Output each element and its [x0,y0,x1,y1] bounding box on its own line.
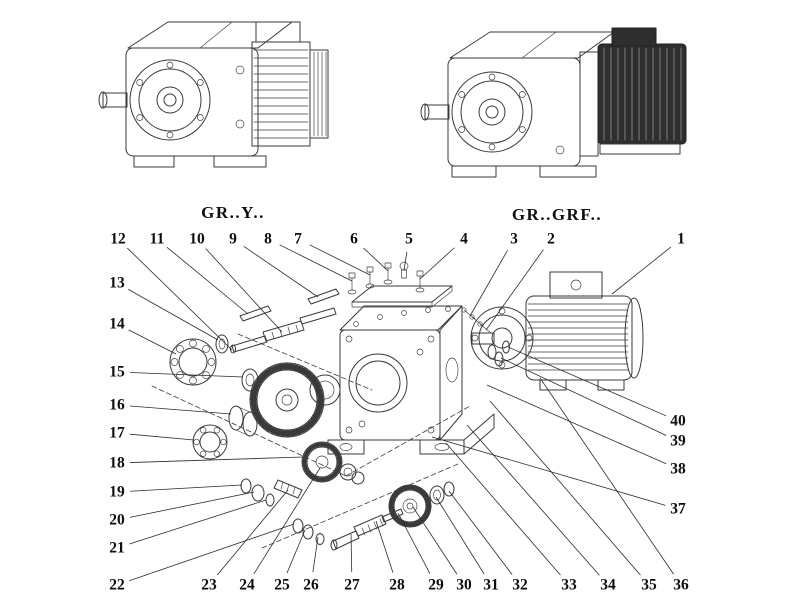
leader-line-29 [397,512,431,574]
model-label-right: GR..GRF.. [511,205,603,224]
callout-17: 17 [109,424,125,442]
leader-line-32 [448,490,513,575]
leader-line-14 [128,329,177,355]
exploded-sleeve-bearing [192,405,258,460]
callout-8: 8 [264,230,272,248]
callout-29: 29 [428,576,444,594]
callout-15: 15 [109,363,125,381]
leader-line-31 [435,496,485,575]
leader-line-4 [419,247,455,280]
leader-line-24 [253,467,321,575]
callout-14: 14 [109,315,125,333]
exploded-gear-cluster [240,441,365,545]
leader-line-10 [205,248,283,333]
callout-31: 31 [483,576,499,594]
callout-34: 34 [600,576,616,594]
leader-line-8 [279,244,353,282]
leader-line-40 [507,346,667,417]
leader-line-21 [129,499,267,545]
leader-line-22 [129,523,295,582]
callout-39: 39 [670,432,686,450]
leader-line-27 [350,533,353,573]
leader-line-6 [363,247,389,272]
leader-line-34 [466,424,600,576]
callout-27: 27 [344,576,360,594]
callout-26: 26 [303,576,319,594]
callout-1: 1 [677,230,685,248]
leader-line-5 [403,251,408,271]
callout-32: 32 [512,576,528,594]
cover-bolts [347,261,425,295]
leader-line-33 [445,442,561,576]
callout-6: 6 [350,230,358,248]
leader-line-2 [485,249,544,331]
leader-line-30 [412,506,458,575]
callout-5: 5 [405,230,413,248]
exploded-input-shaft [230,288,340,354]
leader-line-35 [489,400,641,576]
assembled-unit-gr-grf [420,27,687,178]
callout-30: 30 [456,576,472,594]
callout-3: 3 [510,230,518,248]
callout-24: 24 [239,576,255,594]
callout-4: 4 [460,230,468,248]
callout-37: 37 [670,500,686,518]
callout-21: 21 [109,539,125,557]
callout-35: 35 [641,576,657,594]
leader-line-25 [286,529,306,574]
callout-23: 23 [201,576,217,594]
callout-38: 38 [670,460,686,478]
leader-line-23 [217,489,289,576]
leader-line-12 [127,247,233,351]
callout-19: 19 [109,483,125,501]
leader-line-16 [129,405,232,415]
leader-line-19 [129,484,243,492]
exploded-motor [470,271,644,391]
leader-line-11 [166,246,249,315]
leader-line-39 [500,357,667,436]
leader-line-38 [486,384,667,465]
exploded-output-shaft [330,481,455,551]
leader-line-15 [129,372,244,378]
callout-10: 10 [189,230,205,248]
callout-22: 22 [109,576,125,594]
exploded-bearing-seals [169,334,259,392]
leader-line-3 [469,250,508,317]
assembled-unit-gr-y [98,21,329,168]
leader-line-26 [312,536,319,573]
callout-13: 13 [109,274,125,292]
leader-line-1 [611,246,672,295]
leader-line-18 [129,456,304,463]
callout-25: 25 [274,576,290,594]
leader-line-20 [129,491,255,518]
callout-16: 16 [109,396,125,414]
leader-line-37 [431,436,666,506]
callout-9: 9 [229,230,237,248]
callout-36: 36 [673,576,689,594]
callout-33: 33 [561,576,577,594]
exploded-large-gear [249,362,341,438]
leader-line-9 [243,245,319,298]
callout-12: 12 [110,230,126,248]
leader-line-36 [539,377,675,575]
callout-28: 28 [389,576,405,594]
callout-2: 2 [547,230,555,248]
leader-line-13 [128,289,219,341]
assembly-axes [151,333,471,549]
leader-line-7 [309,244,371,276]
callout-18: 18 [109,454,125,472]
model-label-left: GR..Y.. [201,203,265,222]
callout-11: 11 [149,230,165,248]
leader-line-28 [375,520,394,573]
callout-40: 40 [670,412,686,430]
callout-20: 20 [109,511,125,529]
callout-7: 7 [294,230,302,248]
leader-line-17 [129,433,195,441]
